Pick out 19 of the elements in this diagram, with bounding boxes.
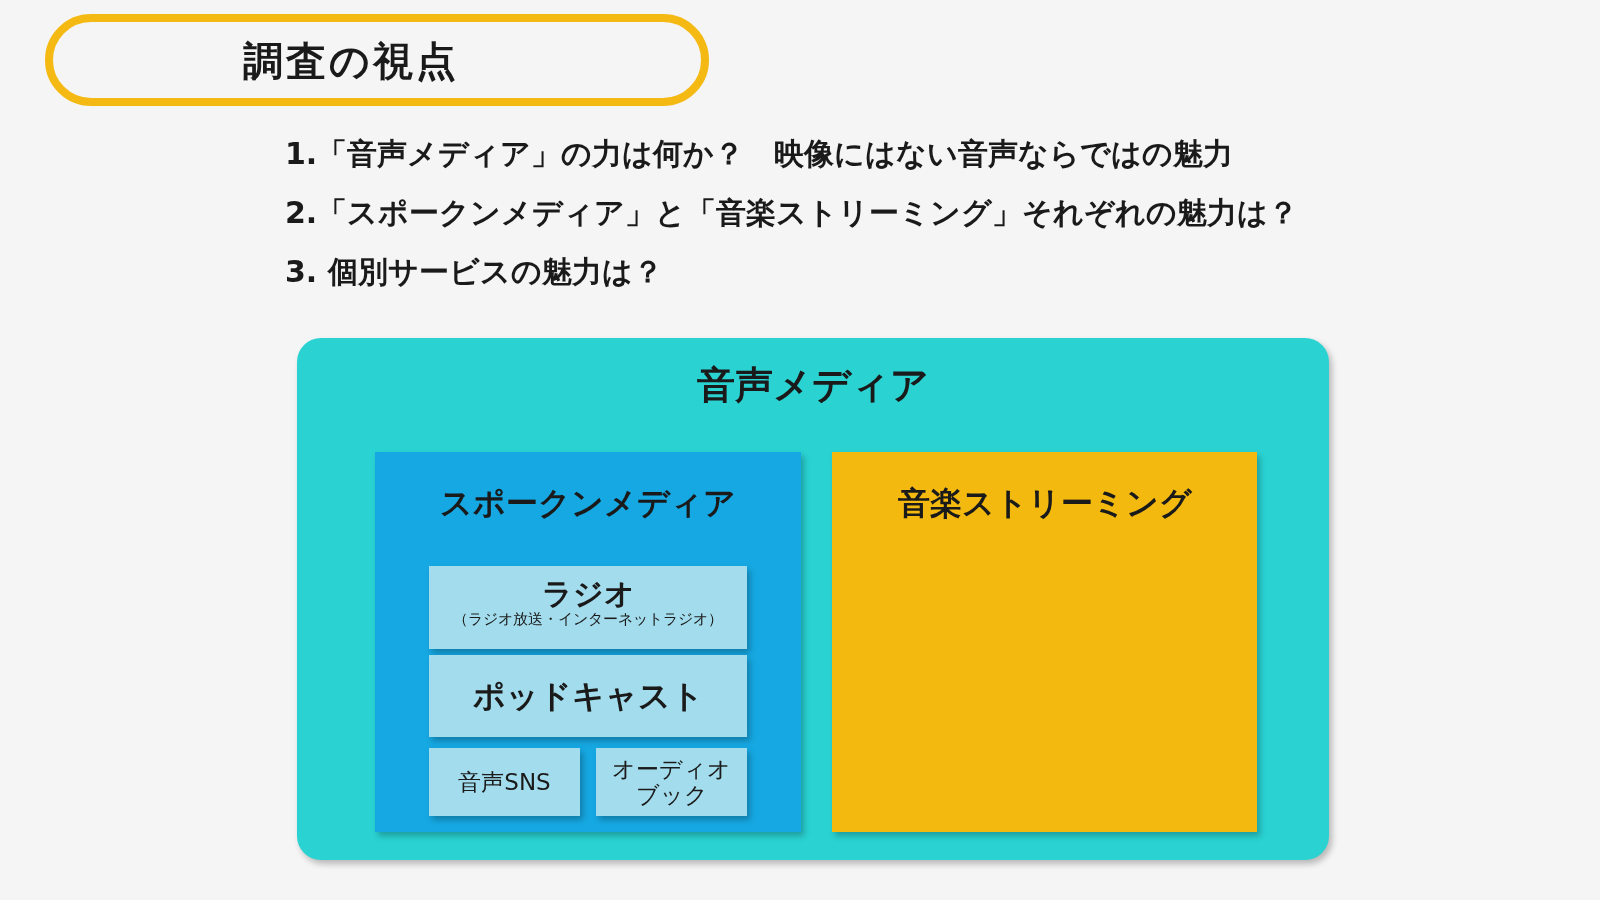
list-item: 1.「音声メディア」の力は何か？ 映像にはない音声ならではの魅力	[285, 135, 1234, 173]
box-label: オーディオブック	[611, 755, 732, 809]
category-box	[832, 452, 1257, 832]
box-subtext: （ラジオ放送・インターネットラジオ）	[452, 610, 724, 629]
title-text: 調査の視点	[243, 37, 459, 86]
outer-panel	[297, 338, 1329, 860]
service-box	[429, 566, 747, 649]
box-heading: ラジオ	[540, 575, 636, 612]
service-box	[596, 748, 747, 816]
box-label: 音声SNS	[457, 768, 552, 796]
box-label: ポッドキャスト	[471, 677, 705, 715]
box-heading: 音声メディア	[696, 362, 930, 409]
category-box	[375, 452, 801, 832]
service-box	[429, 748, 580, 816]
service-box	[429, 655, 747, 737]
list-item: 2.「スポークンメディア」と「音楽ストリーミング」それぞれの魅力は？	[285, 194, 1299, 232]
box-heading: 音楽ストリーミング	[896, 483, 1193, 524]
box-heading: スポークンメディア	[439, 483, 737, 524]
list-item: 3. 個別サービスの魅力は？	[285, 253, 663, 291]
